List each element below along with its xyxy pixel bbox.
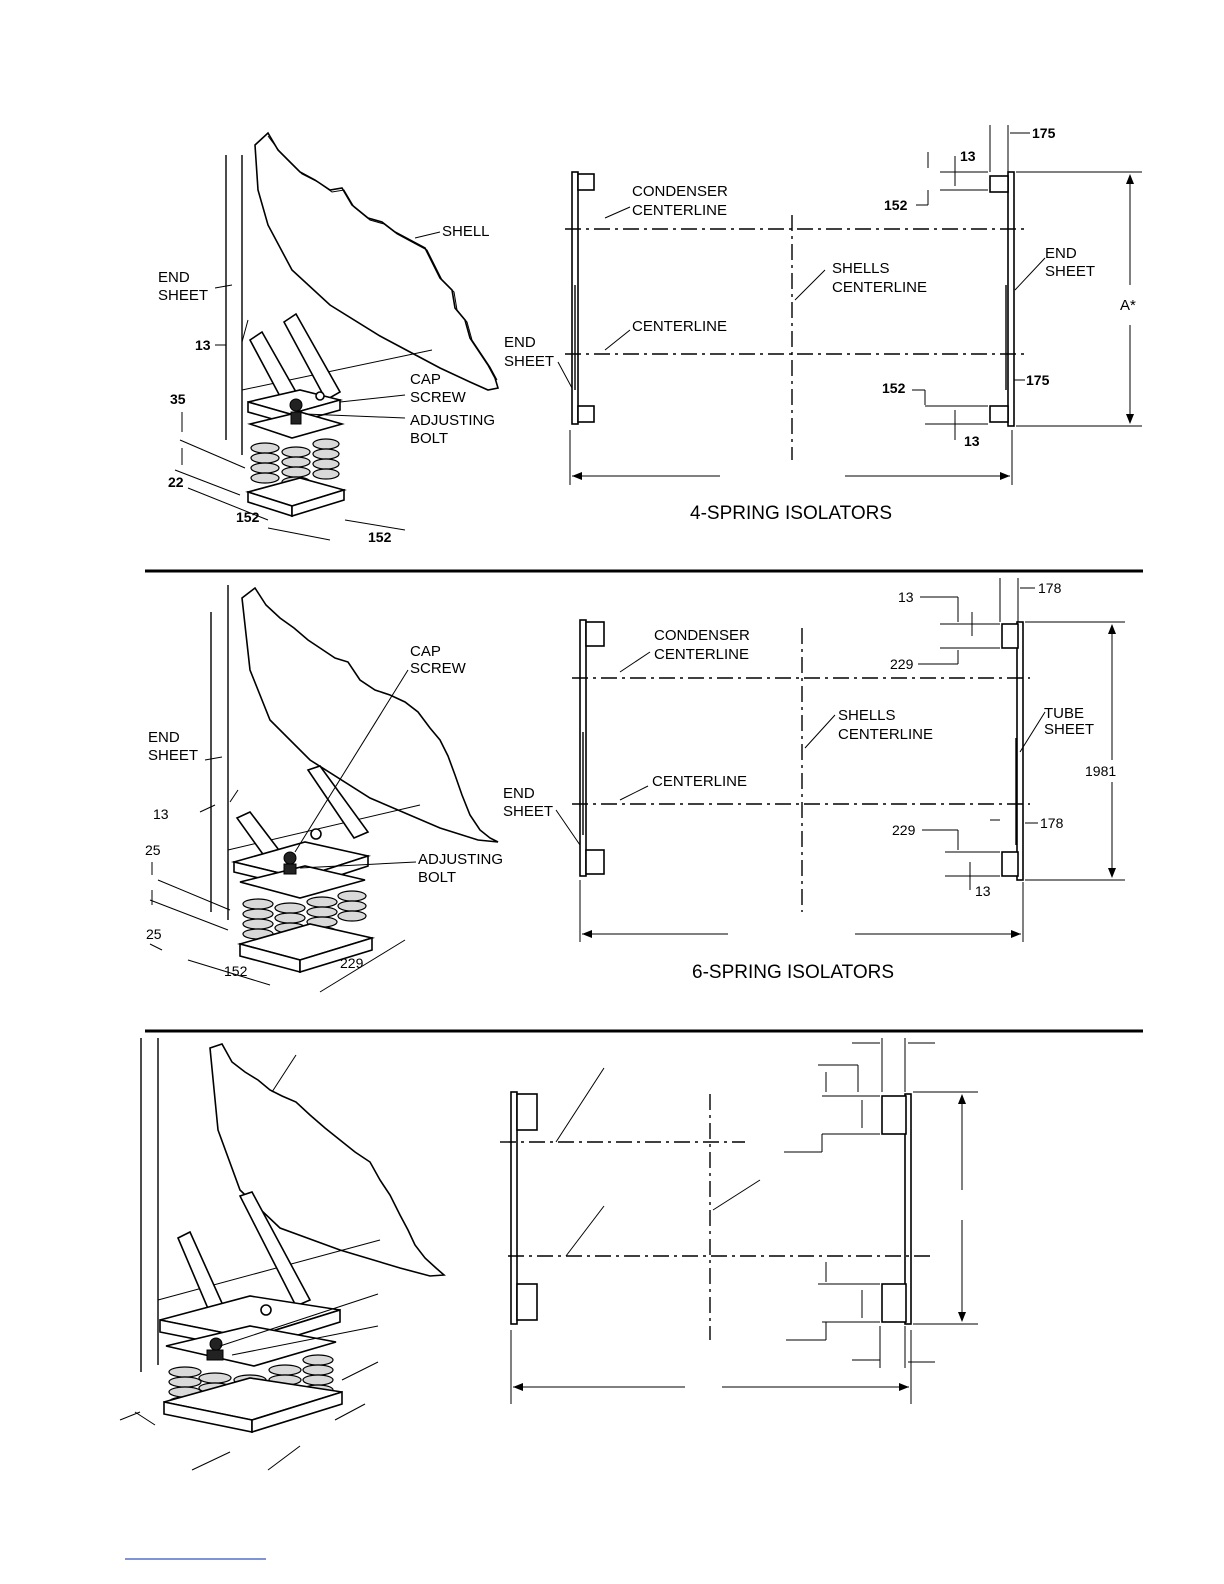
dim-overall-a: A*: [1120, 297, 1136, 314]
label-shells-6-line1: SHELLS: [838, 707, 896, 724]
dim-152-a: 152: [236, 509, 260, 525]
bottom-isometric: [119, 1038, 446, 1471]
dim-overall-1981: 1981: [1085, 763, 1116, 779]
six-spring-isometric: CAP SCREW END SHEET ADJUSTING BOLT 13 25…: [145, 585, 503, 993]
dim-13-bottom: 13: [964, 433, 980, 449]
label-centerline: CENTERLINE: [632, 318, 727, 335]
label-adjusting-bolt-6-line1: ADJUSTING: [418, 851, 503, 868]
dim-152-top: 152: [884, 197, 908, 213]
shell-shape-6: [241, 586, 499, 843]
four-spring-isometric: SHELL END SHEET CAP SCREW ADJUSTING BOLT…: [158, 131, 500, 545]
shell-shape: [254, 131, 500, 391]
dim-13-top: 13: [960, 148, 976, 164]
label-cap-screw-line2: SCREW: [410, 389, 467, 406]
label-condenser-6-line1: CONDENSER: [654, 627, 750, 644]
label-condenser-6-line2: CENTERLINE: [654, 646, 749, 663]
label-cap-screw-6-line2: SCREW: [410, 660, 467, 677]
dim-175-top: 175: [1032, 125, 1056, 141]
dim-25-a: 25: [145, 842, 161, 858]
caption-4-spring: 4-SPRING ISOLATORS: [690, 503, 892, 524]
label-adjusting-bolt-line2: BOLT: [410, 430, 448, 447]
label-shell: SHELL: [442, 223, 490, 240]
label-adjusting-bolt-line1: ADJUSTING: [410, 412, 495, 429]
six-spring-plan: CONDENSER CENTERLINE SHELLS CENTERLINE T…: [503, 578, 1125, 983]
dim-gap-13-6: 13: [153, 806, 169, 822]
label-shells-6-line2: CENTERLINE: [838, 726, 933, 743]
label-end-sheet-right-line1: END: [1045, 245, 1077, 262]
dim-152-6: 152: [224, 963, 248, 979]
dim-229-bottom: 229: [892, 822, 916, 838]
label-end-sheet-right-line2: SHEET: [1045, 263, 1095, 280]
dim-35: 35: [170, 391, 186, 407]
label-condenser-line2: CENTERLINE: [632, 202, 727, 219]
label-end-sheet-plan-6-line1: END: [503, 785, 535, 802]
dim-gap-13: 13: [195, 337, 211, 353]
dim-178-bottom: 178: [1040, 815, 1064, 831]
dim-175-bottom: 175: [1026, 372, 1050, 388]
label-cap-screw-6-line1: CAP: [410, 643, 441, 660]
label-end-sheet-line2: SHEET: [158, 287, 208, 304]
label-shells-line2: CENTERLINE: [832, 279, 927, 296]
bottom-plan: [500, 1038, 978, 1404]
label-shells-line1: SHELLS: [832, 260, 890, 277]
dim-229-6: 229: [340, 955, 364, 971]
label-end-sheet-line1: END: [158, 269, 190, 286]
label-end-sheet-plan-6-line2: SHEET: [503, 803, 553, 820]
label-adjusting-bolt-6-line2: BOLT: [418, 869, 456, 886]
dim-25-b: 25: [146, 926, 162, 942]
four-spring-plan: CONDENSER CENTERLINE SHELLS CENTERLINE C…: [504, 125, 1142, 524]
label-end-sheet-left-line2: SHEET: [504, 353, 554, 370]
label-cap-screw-line1: CAP: [410, 371, 441, 388]
label-tube-sheet-line1: TUBE: [1044, 705, 1084, 722]
dim-152-bottom: 152: [882, 380, 906, 396]
label-tube-sheet-line2: SHEET: [1044, 721, 1094, 738]
label-centerline-6: CENTERLINE: [652, 773, 747, 790]
dim-229-top: 229: [890, 656, 914, 672]
dim-22: 22: [168, 474, 184, 490]
dim-178-top: 178: [1038, 580, 1062, 596]
label-end-sheet-6-line2: SHEET: [148, 747, 198, 764]
caption-6-spring: 6-SPRING ISOLATORS: [692, 962, 894, 983]
dim-152-b: 152: [368, 529, 392, 545]
label-condenser-line1: CONDENSER: [632, 183, 728, 200]
dim-13-bottom-6: 13: [975, 883, 991, 899]
dim-13-top-6: 13: [898, 589, 914, 605]
label-end-sheet-left-line1: END: [504, 334, 536, 351]
label-end-sheet-6-line1: END: [148, 729, 180, 746]
